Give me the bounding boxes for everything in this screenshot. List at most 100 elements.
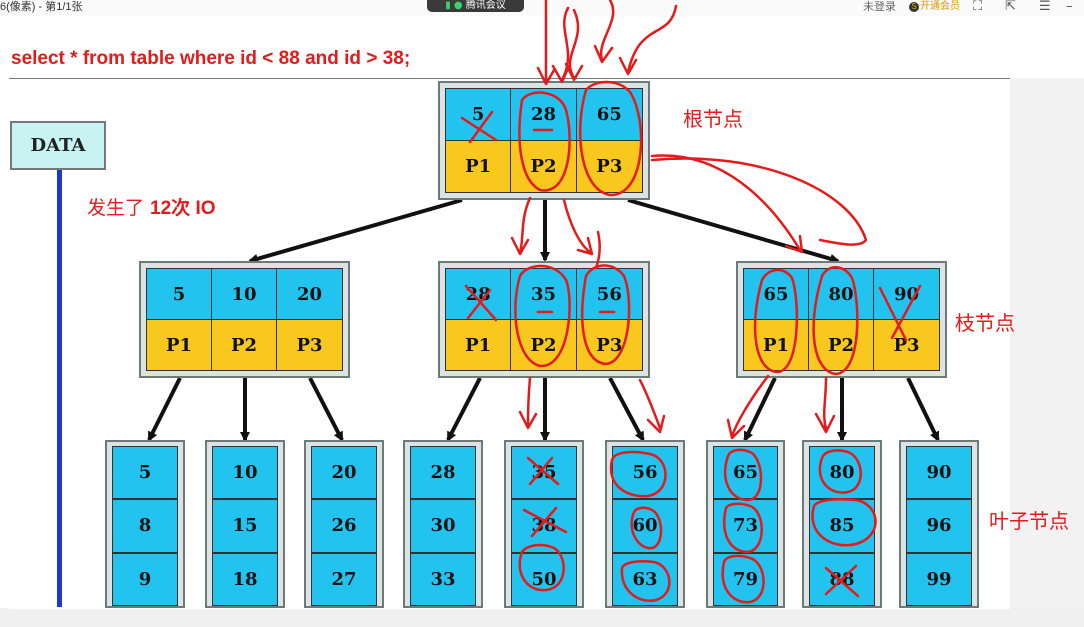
leaf-node-2: 10 15 18 (205, 440, 285, 608)
edge-b1-p1 (147, 377, 182, 442)
annotation-circle (581, 264, 631, 366)
sql-query-text: select * from table where id < 88 and id… (11, 48, 411, 69)
branch-node-label: 枝节点 (955, 311, 1015, 335)
leaf-node-5: 35 38 50 (504, 440, 584, 608)
minimize-icon[interactable]: – (1066, 0, 1073, 14)
annotation-circle (723, 502, 763, 554)
leaf-node-4: 28 30 33 (403, 440, 483, 608)
meeting-badge[interactable]: ▮ ● 腾讯会议 (427, 0, 524, 12)
leaf-value: 30 (411, 500, 475, 554)
annotation-arrow (564, 8, 584, 82)
annotation-cross (878, 284, 922, 342)
status-dot-icon: ● (453, 0, 463, 11)
window-pin-icon[interactable]: ⇱ (1005, 0, 1016, 14)
leaf-node-label: 叶子节点 (989, 509, 1069, 533)
root-key: 5 (446, 89, 512, 141)
login-link[interactable]: 未登录 (863, 1, 896, 13)
leaf-value: 8 (113, 500, 177, 554)
root-key: 65 (576, 89, 642, 141)
leaf-value: 35 (512, 447, 576, 501)
branch-node-1: 5 10 20 P1 P2 P3 (139, 261, 350, 378)
root-node: 5 28 65 P1 P2 P3 (438, 81, 650, 200)
annotation-circle (514, 264, 571, 368)
annotation-cross (824, 564, 860, 598)
branch-key: 20 (277, 269, 342, 320)
annotation-circle (578, 80, 643, 197)
annotation-circle (721, 554, 765, 604)
vip-coin-icon: S (909, 2, 919, 12)
edge-b1-p3 (308, 377, 344, 442)
io-note-count: 12次 IO (150, 198, 216, 219)
leaf-value: 28 (411, 447, 475, 501)
data-line (57, 170, 62, 607)
meeting-badge-label: 腾讯会议 (465, 0, 506, 11)
edge-b2-p3 (608, 377, 645, 442)
branch-pointer: P3 (277, 320, 342, 370)
window-title: 6(像素) - 第1/1张 (0, 1, 83, 13)
branch-key: 80 (809, 269, 874, 320)
signal-icon: ▮ (445, 0, 451, 11)
annotation-cross (526, 456, 560, 486)
annotation-circle (518, 91, 571, 192)
leaf-value: 90 (907, 447, 971, 501)
branch-pointer: P3 (874, 320, 939, 370)
leaf-node-3: 20 26 27 (304, 440, 384, 608)
leaf-value: 18 (213, 553, 277, 605)
leaf-value: 33 (411, 553, 475, 605)
annotation-arrow (551, 6, 571, 84)
annotation-arrow (618, 4, 678, 76)
leaf-value: 26 (312, 500, 376, 554)
leaf-value: 5 (113, 447, 177, 501)
root-node-label: 根节点 (683, 107, 743, 131)
branch-pointer: P1 (147, 320, 212, 370)
leaf-value: 60 (613, 500, 677, 554)
viewer-toolbar (0, 0, 1084, 16)
annotation-arrow (650, 157, 868, 246)
annotation-cross (464, 284, 498, 322)
annotation-arrow (726, 374, 770, 440)
branch-key: 65 (744, 269, 809, 320)
io-note-prefix: 发生了 (87, 197, 151, 219)
canvas-bottom-margin (0, 608, 1084, 627)
annotation-cross (522, 506, 568, 538)
annotation-arrow (562, 198, 594, 256)
leaf-value: 99 (907, 553, 971, 605)
annotation-circle (630, 506, 663, 550)
leaf-node-1: 5 8 9 (105, 440, 185, 608)
edge-b2-p1 (446, 377, 482, 442)
branch-key: 5 (147, 269, 212, 320)
canvas-margin (1010, 78, 1084, 609)
leaf-value: 96 (907, 500, 971, 554)
branch-pointer: P2 (511, 320, 577, 370)
annotation-circle (812, 266, 859, 376)
branch-key: 28 (446, 269, 512, 320)
root-key: 28 (511, 89, 577, 141)
annotation-circle (609, 450, 667, 498)
vip-label: 开通会员 (920, 1, 960, 12)
annotation-circle (620, 560, 671, 603)
edge-b3-p1 (743, 377, 777, 442)
annotation-arrow (593, 0, 615, 64)
leaf-value: 15 (213, 500, 277, 554)
data-box: DATA (10, 121, 106, 170)
annotation-circle (518, 543, 565, 592)
annotation-arrow (518, 376, 538, 430)
edge-root-p1 (248, 198, 463, 264)
leaf-node-7: 65 73 79 (706, 440, 785, 608)
annotation-arrow (638, 378, 666, 434)
annotation-arrow (594, 230, 601, 270)
branch-node-3: 65 80 90 P1 P2 P3 (736, 261, 947, 378)
edge-b3-p3 (906, 377, 940, 442)
fullscreen-icon[interactable]: ⛶ (973, 0, 983, 14)
annotation-cross (460, 110, 498, 144)
annotation-circle (753, 268, 799, 374)
io-count-note: 发生了 12次 IO (87, 193, 216, 220)
root-pointer: P1 (446, 141, 512, 192)
annotation-arrow (650, 154, 804, 254)
menu-icon[interactable]: ☰ (1039, 0, 1051, 14)
leaf-value: 10 (213, 447, 277, 501)
leaf-value: 9 (113, 553, 177, 605)
